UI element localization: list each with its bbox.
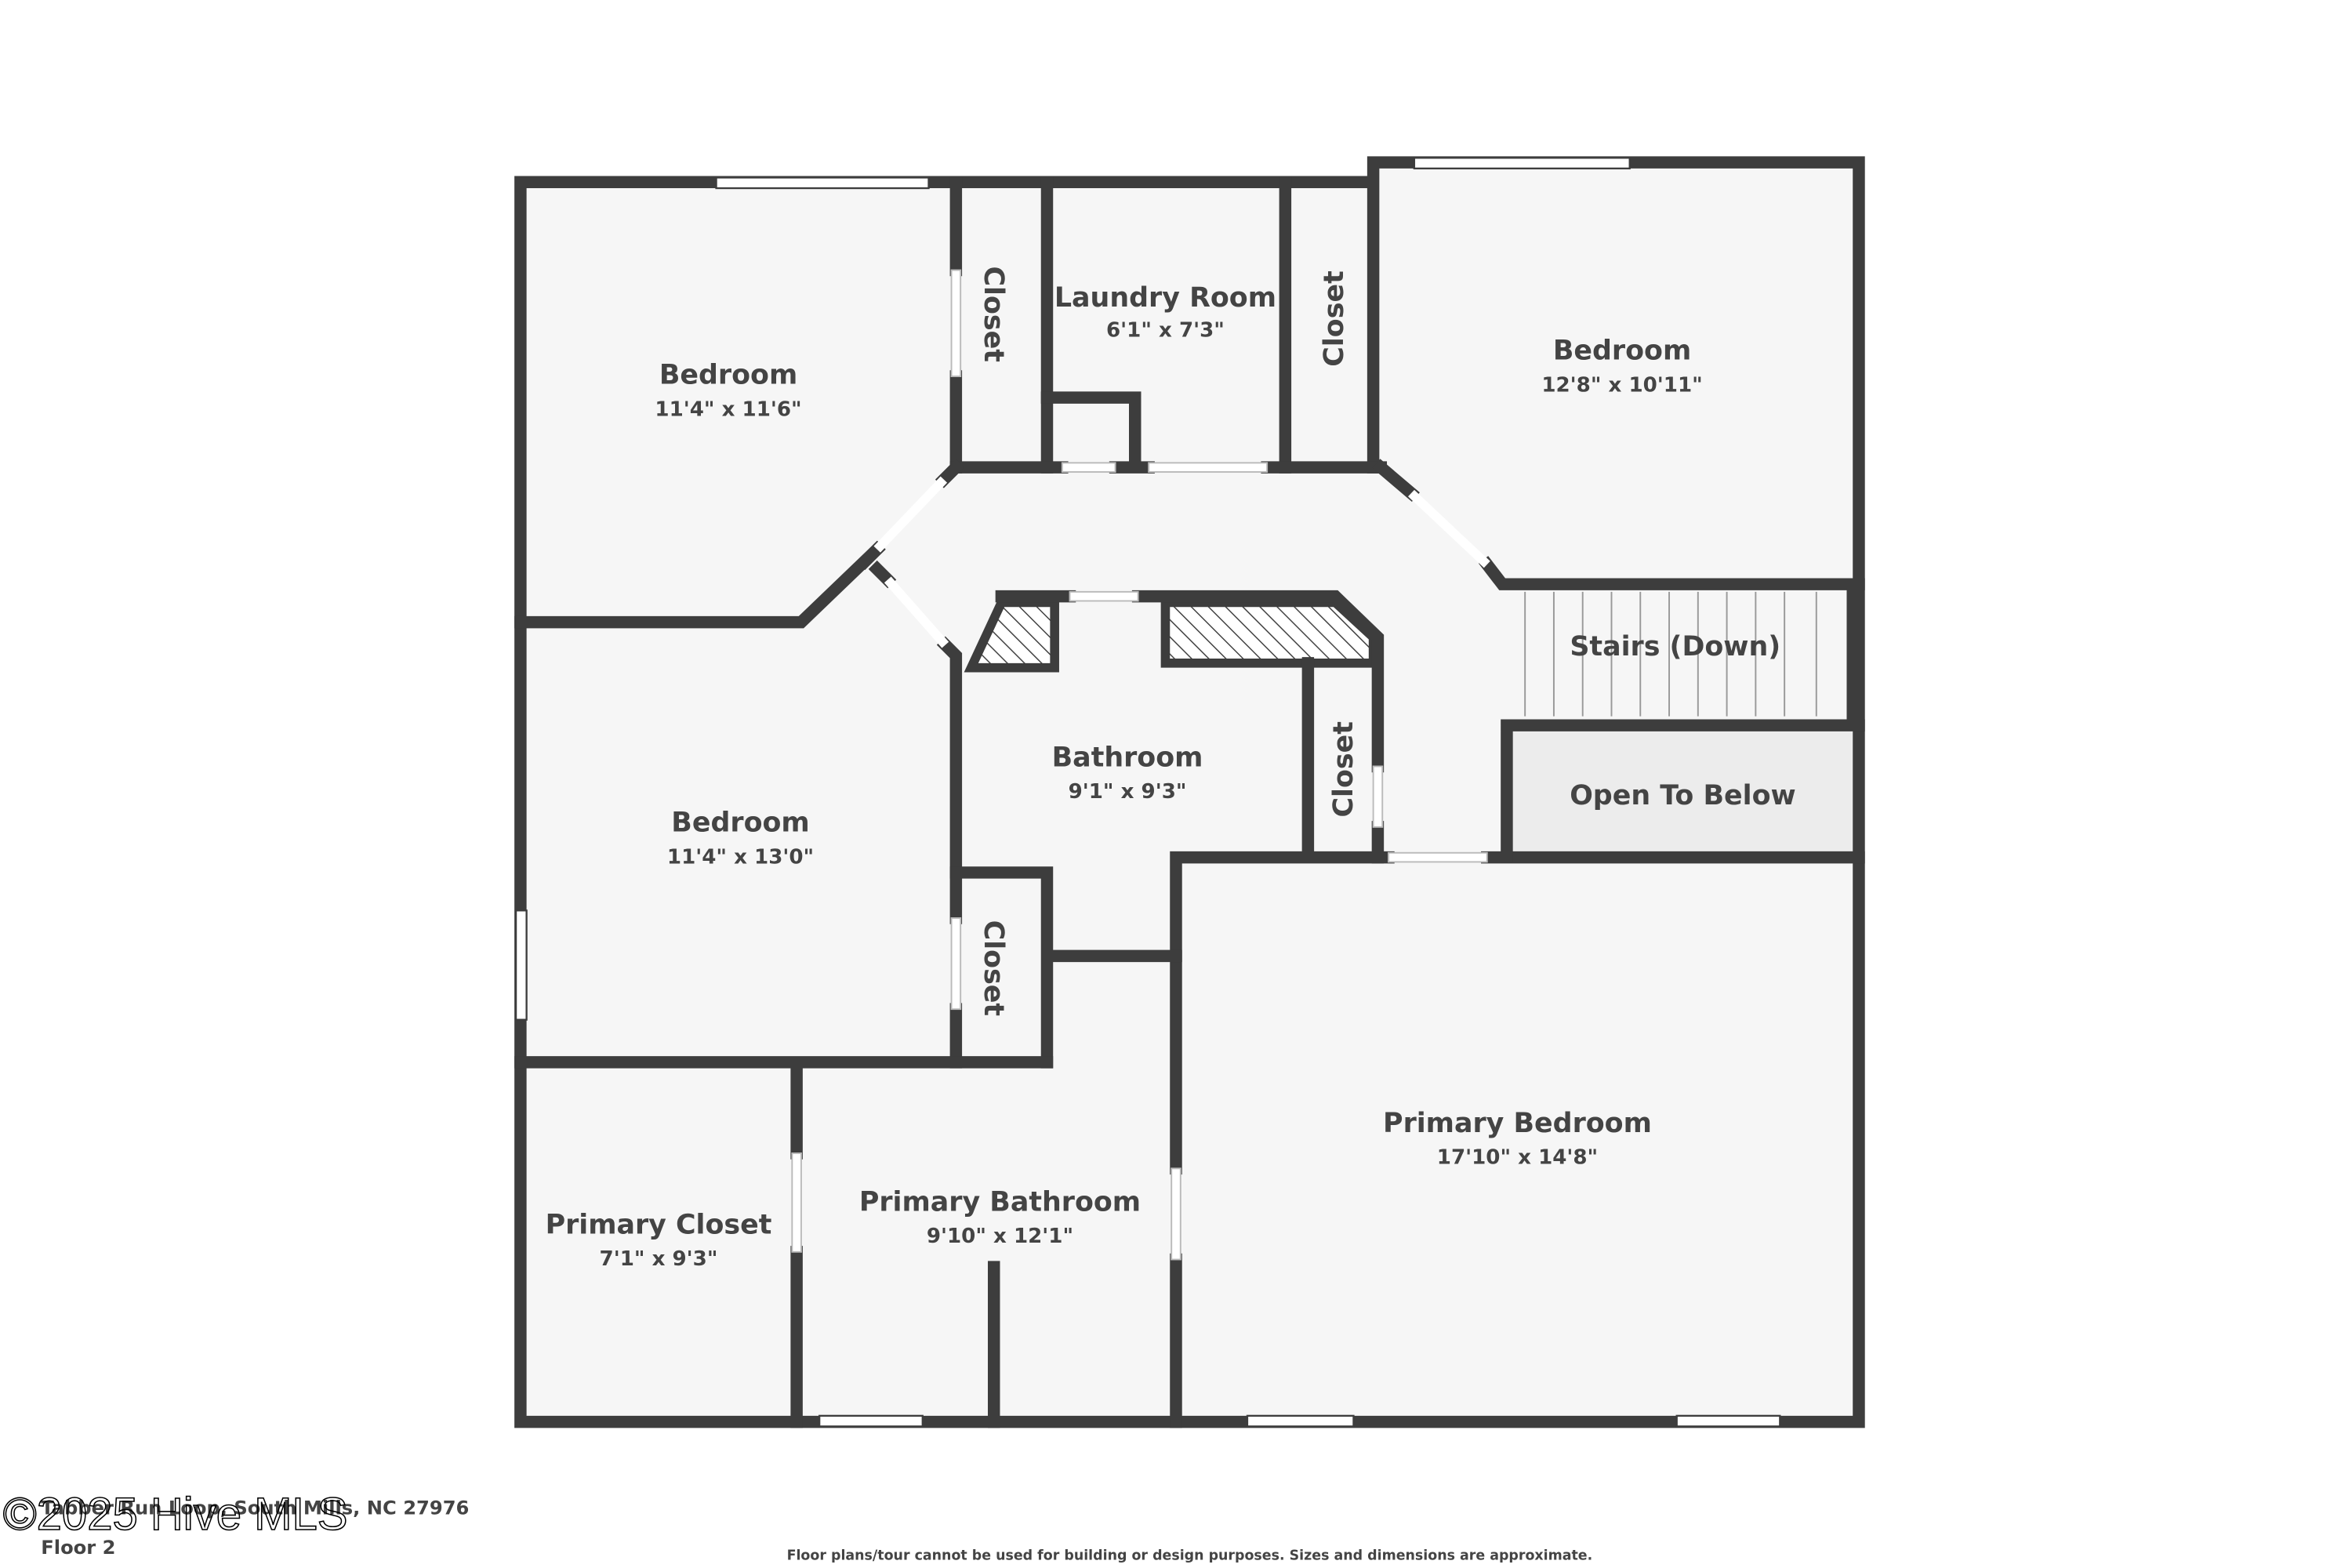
svg-text:Bedroom: Bedroom: [671, 808, 809, 839]
svg-text:Bedroom: Bedroom: [1553, 336, 1691, 367]
svg-text:6'1" x 7'3": 6'1" x 7'3": [1106, 319, 1225, 343]
room-label-stairs: Stairs (Down): [1570, 631, 1780, 662]
room-label-bedroom-2: Bedroom 12'8" x 10'11": [1541, 336, 1702, 397]
room-label-open-to-below: Open To Below: [1570, 780, 1795, 811]
svg-text:17'10" x 14'8": 17'10" x 14'8": [1437, 1146, 1598, 1170]
svg-text:11'4" x 11'6": 11'4" x 11'6": [655, 397, 801, 421]
floor-area: [520, 162, 1859, 1422]
room-label-closet-4: Closet: [978, 920, 1009, 1016]
svg-text:12'8" x 10'11": 12'8" x 10'11": [1541, 373, 1702, 397]
room-label-closet-2: Closet: [1319, 270, 1350, 366]
stairs: [1524, 591, 1817, 717]
svg-text:Laundry Room: Laundry Room: [1054, 282, 1276, 314]
watermark: ©2025 Hive MLS: [3, 1489, 348, 1540]
windows: [514, 157, 1781, 1428]
svg-text:11'4" x 13'0": 11'4" x 13'0": [667, 845, 814, 869]
address: Tabber Run Loop, South Mills, NC 27976: [41, 1497, 469, 1519]
disclaimer: Floor plans/tour cannot be used for buil…: [787, 1548, 1593, 1564]
svg-text:7'1" x 9'3": 7'1" x 9'3": [600, 1247, 718, 1271]
room-label-primary-bathroom: Primary Bathroom 9'10" x 12'1": [859, 1187, 1141, 1249]
svg-text:Primary Bathroom: Primary Bathroom: [859, 1187, 1141, 1218]
svg-text:Bathroom: Bathroom: [1052, 742, 1203, 773]
svg-text:9'1" x 9'3": 9'1" x 9'3": [1069, 780, 1187, 804]
room-label-bedroom-3: Bedroom 11'4" x 13'0": [667, 808, 814, 869]
room-label-primary-bedroom: Primary Bedroom 17'10" x 14'8": [1383, 1108, 1652, 1170]
svg-text:Bedroom: Bedroom: [659, 360, 797, 391]
walls: [514, 156, 1865, 1428]
room-label-bathroom: Bathroom 9'1" x 9'3": [1052, 742, 1203, 804]
svg-text:9'10" x 12'1": 9'10" x 12'1": [927, 1225, 1073, 1248]
doors: [791, 269, 1490, 1261]
room-label-laundry: Laundry Room 6'1" x 7'3": [1054, 282, 1276, 343]
hatched-area: [1160, 597, 1378, 668]
room-label-closet-1: Closet: [978, 266, 1009, 361]
room-label-bedroom-1: Bedroom 11'4" x 11'6": [655, 360, 801, 422]
svg-text:Primary Closet: Primary Closet: [546, 1210, 772, 1241]
room-label-closet-3: Closet: [1328, 721, 1359, 817]
floor-label: Floor 2: [41, 1537, 115, 1559]
svg-text:Primary Bedroom: Primary Bedroom: [1383, 1108, 1652, 1139]
room-label-primary-closet: Primary Closet 7'1" x 9'3": [546, 1210, 772, 1272]
